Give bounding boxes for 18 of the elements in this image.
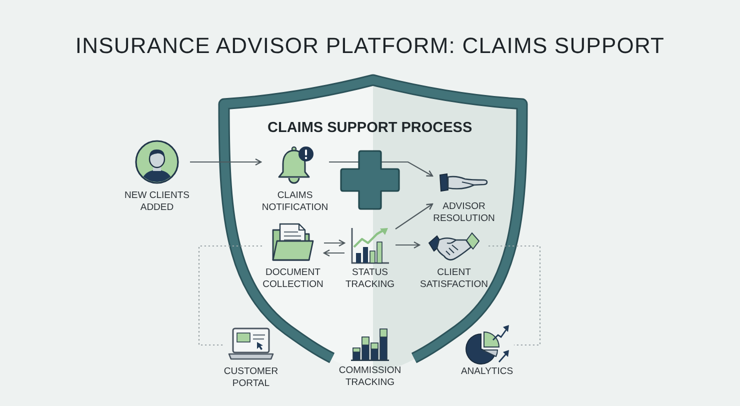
step-label: STATUS TRACKING (344, 267, 396, 290)
shield-heading: CLAIMS SUPPORT PROCESS (268, 119, 472, 137)
dotted-connector (198, 245, 262, 346)
step-label: CLAIMS NOTIFICATION (261, 190, 329, 213)
arrow (324, 239, 346, 247)
step-label: NEW CLIENTS ADDED (124, 190, 190, 213)
arrow (395, 203, 434, 230)
step-label: DOCUMENT COLLECTION (262, 267, 324, 290)
arrow (323, 249, 344, 257)
diagram-title: INSURANCE ADVISOR PLATFORM: CLAIMS SUPPORT (75, 33, 665, 59)
step-label: ADVISOR RESOLUTION (432, 201, 496, 224)
step-label: CLIENT SATISFACTION (420, 267, 488, 290)
step-label: CUSTOMER PORTAL (223, 366, 279, 389)
dotted-connector (488, 245, 541, 346)
arrow (396, 241, 420, 249)
step-label: COMMISSION TRACKING (338, 365, 402, 388)
arrow (190, 158, 262, 166)
step-label: ANALYTICS (460, 366, 514, 378)
